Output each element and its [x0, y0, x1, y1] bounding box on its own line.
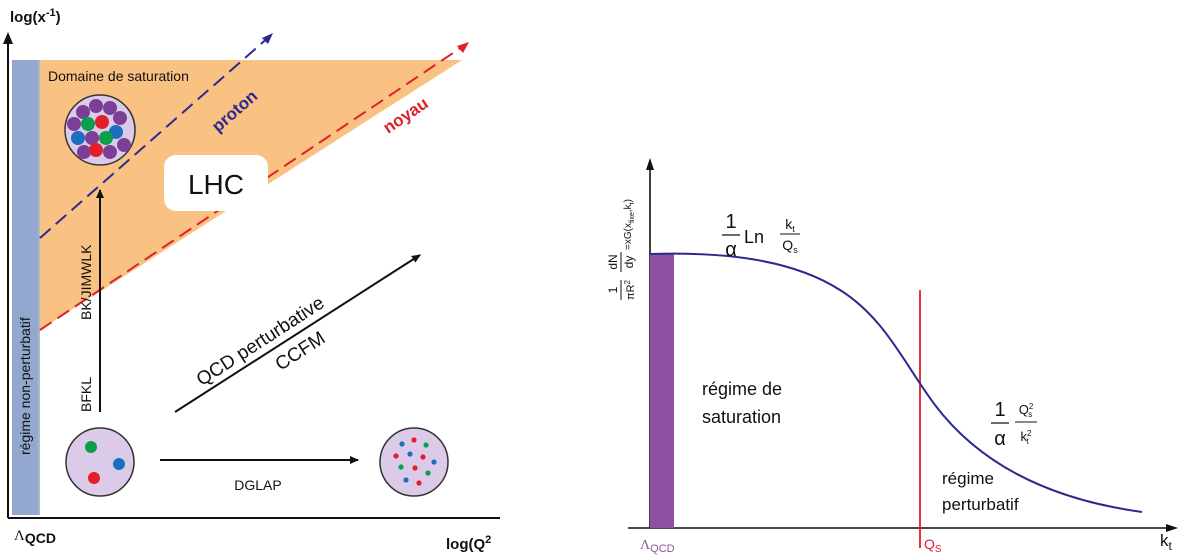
saturation-regime-line2: saturation	[702, 407, 781, 427]
svg-text:1: 1	[725, 211, 736, 233]
qs-label: QS	[924, 536, 942, 555]
perturbative-regime-line1: régime	[942, 469, 994, 488]
bk-jimwlk-label: BK/JIMWLK	[78, 244, 94, 320]
svg-text:Qs: Qs	[782, 237, 798, 255]
svg-text:α: α	[994, 428, 1006, 450]
svg-text:1: 1	[606, 286, 620, 293]
right-diagram: 1 πR2 dN dy =xG(xfixe,kt) 1 α Ln kt Qs 1…	[606, 158, 1178, 555]
svg-text:πR2: πR2	[623, 279, 637, 300]
non-perturbative-band	[12, 60, 38, 515]
left-lambda-qcd-label: ΛQCD	[14, 528, 56, 546]
perturbative-regime-line2: perturbatif	[942, 495, 1019, 514]
saturation-regime-line1: régime de	[702, 379, 782, 399]
right-y-axis-label: 1 πR2 dN dy =xG(xfixe,kt)	[606, 199, 637, 300]
svg-text:Q2s: Q2s	[1019, 402, 1034, 419]
bfkl-label: BFKL	[78, 377, 94, 412]
svg-text:dN: dN	[606, 254, 620, 269]
proton-line	[39, 35, 271, 239]
left-diagram: LHC Domaine de saturation proton noyau B…	[3, 7, 500, 553]
saturation-domain-label: Domaine de saturation	[48, 68, 189, 84]
svg-text:k2t: k2t	[1021, 429, 1033, 446]
lhc-box	[164, 155, 268, 211]
lambda-qcd-bar	[650, 254, 674, 528]
dglap-label: DGLAP	[234, 477, 281, 493]
svg-text:α: α	[725, 239, 737, 261]
right-x-axis-label: kt	[1160, 531, 1173, 553]
left-x-axis-label: log(Q2	[446, 534, 491, 553]
svg-text:=xG(xfixe,kt): =xG(xfixe,kt)	[623, 199, 636, 250]
dense-nucleus-icon	[379, 427, 449, 497]
svg-text:dy: dy	[622, 256, 636, 269]
saturated-nucleus-icon	[64, 94, 136, 166]
left-y-axis-label: log(x-1)	[10, 7, 61, 26]
lhc-label: LHC	[188, 169, 244, 200]
vertical-band-label: régime non-perturbatif	[17, 317, 33, 455]
right-lambda-qcd-label: ΛQCD	[640, 538, 675, 555]
svg-text:Ln: Ln	[744, 227, 764, 247]
svg-text:1: 1	[994, 399, 1005, 421]
distribution-curve	[649, 252, 1143, 513]
qcd-perturbative-arrow	[174, 254, 421, 413]
svg-text:kt: kt	[785, 216, 795, 234]
low-kt-formula: 1 α Ln kt Qs	[722, 211, 800, 261]
dilute-nucleus-icon	[65, 427, 135, 497]
